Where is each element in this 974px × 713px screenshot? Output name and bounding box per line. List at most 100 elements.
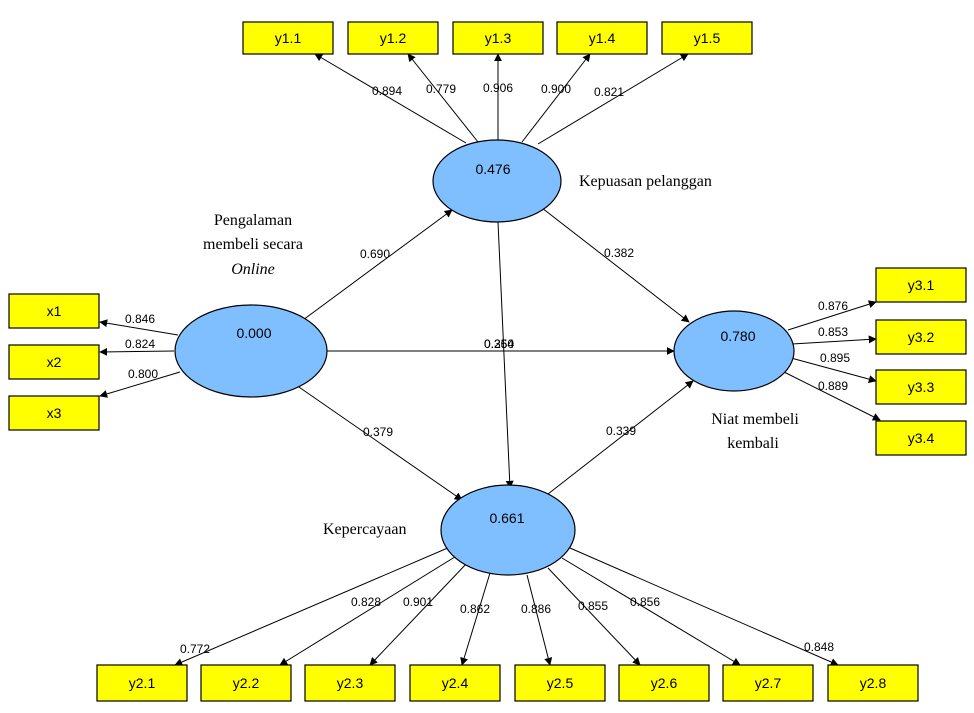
loading-y1-4: 0.900 <box>541 82 571 96</box>
path-kepuasan-kepercayaan: 0.350 <box>484 337 514 351</box>
indicator-x3: x3 <box>47 405 62 421</box>
indicator-y1-4-box <box>556 21 648 55</box>
latent-niat-name-line2: kembali <box>727 435 779 452</box>
indicator-x1-box <box>8 293 100 329</box>
edge-kepuasan-y1-5 <box>537 53 689 145</box>
indicator-y1-3: y1.3 <box>485 30 512 46</box>
path-pengalaman-kepuasan: 0.690 <box>360 247 390 261</box>
edge-kepuasan-y1-2 <box>407 53 479 143</box>
loading-y2-6: 0.855 <box>578 599 608 613</box>
loading-y3-4: 0.889 <box>818 379 848 393</box>
indicator-y2-1-box <box>96 664 188 702</box>
edge-kepercayaan-niat <box>547 380 694 495</box>
indicator-y2-7-box <box>722 664 814 702</box>
edge-kepuasan-niat <box>541 207 690 323</box>
edge-niat-y3-2 <box>791 335 877 345</box>
latent-kepuasan-name: Kepuasan pelanggan <box>579 173 712 190</box>
indicator-y2-1: y2.1 <box>129 675 156 691</box>
edge-niat-y3-1 <box>787 300 877 331</box>
indicator-y2-6-box <box>618 664 710 702</box>
edge-kepercayaan-y2-6 <box>547 567 641 666</box>
indicator-y1-5: y1.5 <box>694 30 721 46</box>
latent-pengalaman-name-line2: membeli secara <box>203 236 303 253</box>
path-kepuasan-niat: 0.382 <box>604 246 634 260</box>
indicator-y2-4-box <box>409 664 501 702</box>
loading-y1-2: 0.779 <box>426 82 456 96</box>
latent-pengalaman-ellipse <box>174 304 328 398</box>
indicator-y1-2-box <box>347 21 439 55</box>
edge-pengalaman-kepuasan <box>302 209 453 321</box>
indicator-y3-4: y3.4 <box>908 430 935 446</box>
loading-x3: 0.800 <box>128 367 158 381</box>
edge-kepuasan-kepercayaan <box>497 221 514 489</box>
loading-y2-4: 0.862 <box>460 602 490 616</box>
latent-kepuasan-ellipse <box>432 139 562 223</box>
edge-kepercayaan-y2-1 <box>174 546 451 666</box>
latent-pengalaman-name-line3: Online <box>231 261 275 278</box>
indicator-y2-3: y2.3 <box>337 675 364 691</box>
edge-kepuasan-y1-4 <box>521 53 591 143</box>
indicator-y2-3-box <box>304 664 396 702</box>
latent-niat-r2: 0.780 <box>720 328 755 344</box>
indicator-y3-1-box <box>875 267 967 303</box>
loading-y2-7: 0.856 <box>630 595 660 609</box>
indicator-y1-5-box <box>661 21 753 55</box>
loading-y3-1: 0.876 <box>818 299 848 313</box>
indicator-y1-1-box <box>242 21 334 55</box>
latent-kepercayaan-name: Kepercayaan <box>323 521 407 538</box>
indicator-y3-1: y3.1 <box>908 277 935 293</box>
edge-kepercayaan-y2-3 <box>369 561 469 666</box>
edge-pengalaman-x1 <box>99 319 179 336</box>
edge-kepercayaan-y2-5 <box>526 574 553 666</box>
indicator-x1: x1 <box>47 303 62 319</box>
latent-kepuasan-r2: 0.476 <box>475 161 510 177</box>
indicator-y2-5: y2.5 <box>547 675 574 691</box>
latent-niat-ellipse <box>673 310 795 392</box>
edge-pengalaman-x3 <box>99 371 181 398</box>
indicator-y3-2: y3.2 <box>908 329 935 345</box>
loading-y2-2: 0.828 <box>351 595 381 609</box>
loading-y1-3: 0.906 <box>483 81 513 95</box>
edge-kepercayaan-y2-7 <box>561 557 741 666</box>
loading-y2-8: 0.848 <box>804 640 834 654</box>
latent-pengalaman: 0.000 Pengalaman membeli secara Online <box>174 212 328 398</box>
indicator-y1-4: y1.4 <box>589 30 616 46</box>
indicator-y3-4-box <box>875 420 967 456</box>
indicators-y1: y1.1 y1.2 y1.3 y1.4 y1.5 <box>242 21 753 55</box>
indicator-y2-2: y2.2 <box>233 675 260 691</box>
indicator-x3-box <box>8 395 100 431</box>
loading-y2-1: 0.772 <box>180 642 210 656</box>
indicator-y2-6: y2.6 <box>651 675 678 691</box>
edge-niat-y3-4 <box>783 371 881 421</box>
edge-pengalaman-kepercayaan <box>295 384 463 501</box>
indicator-y2-8-box <box>827 664 919 702</box>
latent-niat-name-line1: Niat membeli <box>711 411 799 428</box>
loading-y1-5: 0.821 <box>594 85 624 99</box>
edge-kepuasan-y1-1 <box>314 53 467 144</box>
latent-kepuasan: 0.476 Kepuasan pelanggan <box>432 139 712 223</box>
edge-kepercayaan-y2-8 <box>569 547 839 666</box>
indicators-x: x1 x2 x3 <box>8 293 100 431</box>
loading-y2-3: 0.901 <box>403 595 433 609</box>
loading-y1-1: 0.894 <box>372 84 402 98</box>
indicator-y1-1: y1.1 <box>275 30 302 46</box>
indicator-x2-box <box>8 344 100 380</box>
indicator-y2-7: y2.7 <box>755 675 782 691</box>
edge-niat-y3-3 <box>790 357 877 383</box>
latent-kepercayaan: 0.661 Kepercayaan <box>323 484 576 576</box>
loading-x1: 0.846 <box>125 312 155 326</box>
edge-labels: 0.894 0.779 0.906 0.900 0.821 0.846 0.82… <box>125 81 850 656</box>
edge-kepercayaan-y2-2 <box>279 554 459 666</box>
indicator-y2-4: y2.4 <box>442 675 469 691</box>
indicator-y1-3-box <box>452 21 544 55</box>
edge-pengalaman-x2 <box>99 347 175 356</box>
loading-y2-5: 0.886 <box>521 602 551 616</box>
indicator-x2: x2 <box>47 354 62 370</box>
indicators-y3: y3.1 y3.2 y3.3 y3.4 <box>875 267 967 456</box>
path-pengalaman-kepercayaan: 0.379 <box>363 425 393 439</box>
indicator-y3-3-box <box>875 369 967 405</box>
indicator-y1-2: y1.2 <box>380 30 407 46</box>
loading-y3-2: 0.853 <box>818 325 848 339</box>
latent-pengalaman-name-line1: Pengalaman <box>214 212 292 229</box>
